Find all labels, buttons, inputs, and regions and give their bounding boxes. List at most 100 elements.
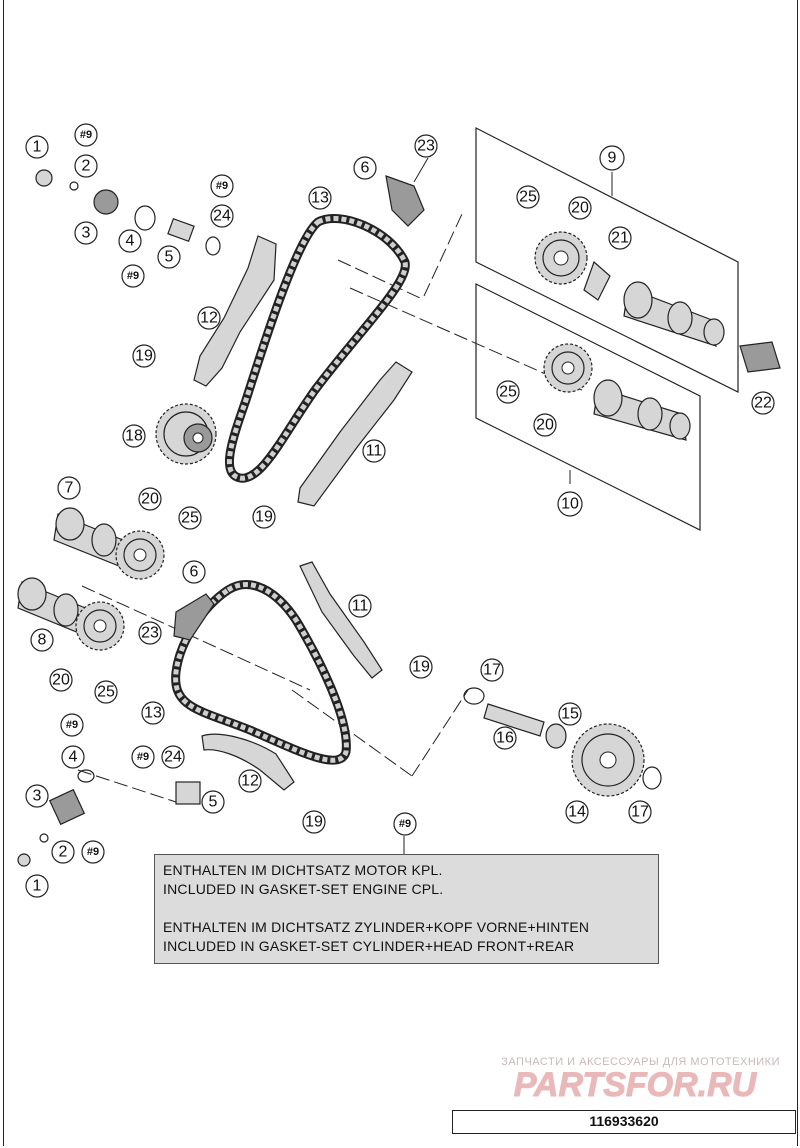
shaft-and-gear xyxy=(463,687,662,797)
callout-20: 20 xyxy=(568,196,592,220)
svg-text:12: 12 xyxy=(241,773,259,790)
callout-22: 22 xyxy=(751,391,775,415)
svg-text:#9: #9 xyxy=(137,751,149,763)
camshaft-box-9 xyxy=(475,127,739,393)
svg-text:12: 12 xyxy=(200,310,218,327)
svg-text:13: 13 xyxy=(311,190,329,207)
callout-23: 23 xyxy=(414,134,438,158)
callout-24: 24 xyxy=(210,204,234,228)
svg-text:24: 24 xyxy=(213,208,231,225)
centerline xyxy=(77,769,177,803)
callout-8: 8 xyxy=(30,628,54,652)
camshaft-box-10 xyxy=(475,283,701,531)
svg-text:6: 6 xyxy=(190,564,199,581)
svg-text:20: 20 xyxy=(536,417,554,434)
callout-ref-9: #9 xyxy=(60,713,84,737)
callout-4: 4 xyxy=(61,745,85,769)
svg-text:10: 10 xyxy=(561,496,579,513)
callout-20: 20 xyxy=(138,487,162,511)
svg-text:25: 25 xyxy=(181,510,199,527)
callout-25: 25 xyxy=(496,380,520,404)
callout-ref-9: #9 xyxy=(210,174,234,198)
callout-5: 5 xyxy=(157,245,181,269)
svg-text:11: 11 xyxy=(352,598,369,615)
svg-text:#9: #9 xyxy=(399,818,411,830)
svg-text:3: 3 xyxy=(33,788,42,805)
callout-19: 19 xyxy=(409,655,433,679)
svg-text:13: 13 xyxy=(144,705,162,722)
note-line: INCLUDED IN GASKET-SET ENGINE CPL. xyxy=(163,881,444,897)
callout-7: 7 xyxy=(57,476,81,500)
page-frame xyxy=(3,0,798,1146)
svg-text:22: 22 xyxy=(754,395,772,412)
camshaft-8 xyxy=(17,577,125,651)
svg-text:25: 25 xyxy=(499,384,517,401)
small-parts-upper-left xyxy=(35,169,221,256)
svg-text:4: 4 xyxy=(69,749,78,766)
small-parts-lower-left xyxy=(17,769,201,867)
callout-1: 1 xyxy=(25,874,49,898)
svg-text:8: 8 xyxy=(38,632,47,649)
callout-11: 11 xyxy=(362,439,386,463)
svg-text:17: 17 xyxy=(631,804,649,821)
guide-rail-upper xyxy=(297,361,413,507)
centerline xyxy=(337,259,421,299)
svg-text:23: 23 xyxy=(417,138,435,155)
svg-text:#9: #9 xyxy=(66,719,78,731)
svg-text:15: 15 xyxy=(561,706,579,723)
callout-19: 19 xyxy=(132,344,156,368)
camshaft-7 xyxy=(53,507,165,580)
svg-text:#9: #9 xyxy=(87,846,99,858)
intermediate-gear-18 xyxy=(155,403,217,465)
centerline xyxy=(423,213,463,297)
svg-text:1: 1 xyxy=(33,878,42,895)
callout-25: 25 xyxy=(516,185,540,209)
callout-11: 11 xyxy=(348,594,372,618)
svg-text:7: 7 xyxy=(65,480,74,497)
callout-20: 20 xyxy=(49,668,73,692)
callout-12: 12 xyxy=(238,769,262,793)
callout-19: 19 xyxy=(302,810,326,834)
svg-text:3: 3 xyxy=(82,225,91,242)
svg-text:2: 2 xyxy=(82,158,91,175)
svg-text:21: 21 xyxy=(611,230,629,247)
centerline xyxy=(81,585,311,691)
svg-text:19: 19 xyxy=(412,659,430,676)
callout-17: 17 xyxy=(480,658,504,682)
callout-19: 19 xyxy=(252,505,276,529)
svg-text:24: 24 xyxy=(164,749,182,766)
camshaft-upper-10 xyxy=(543,343,691,441)
svg-text:6: 6 xyxy=(361,160,370,177)
callout-ref-9: #9 xyxy=(81,840,105,864)
note-ref-callout: #9 xyxy=(393,812,417,836)
svg-text:17: 17 xyxy=(483,662,501,679)
svg-text:20: 20 xyxy=(52,672,70,689)
svg-text:14: 14 xyxy=(568,804,586,821)
leader xyxy=(413,157,429,183)
callout-ref-9: #9 xyxy=(121,264,145,288)
watermark-logo: PARTSFOR.RU xyxy=(513,1066,758,1105)
svg-text:23: 23 xyxy=(141,625,159,642)
guide-rail-lower xyxy=(299,561,383,679)
centerline xyxy=(411,689,469,777)
svg-text:19: 19 xyxy=(305,814,323,831)
callout-25: 25 xyxy=(178,506,202,530)
callout-15: 15 xyxy=(558,702,582,726)
callout-5: 5 xyxy=(201,790,225,814)
svg-text:PARTSFOR.RU: PARTSFOR.RU xyxy=(514,1066,758,1104)
callout-14: 14 xyxy=(565,800,589,824)
callout-3: 3 xyxy=(25,784,49,808)
callout-4: 4 xyxy=(118,229,142,253)
callout-2: 2 xyxy=(51,840,75,864)
note-line: ENTHALTEN IM DICHTSATZ MOTOR KPL. xyxy=(163,862,443,878)
svg-text:1: 1 xyxy=(33,139,42,156)
svg-text:5: 5 xyxy=(209,794,218,811)
svg-text:#9: #9 xyxy=(216,180,228,192)
callout-25: 25 xyxy=(94,680,118,704)
svg-text:19: 19 xyxy=(255,509,273,526)
drawing-number: 116933620 xyxy=(452,1110,796,1134)
callout-12: 12 xyxy=(197,306,221,330)
note-line: ENTHALTEN IM DICHTSATZ ZYLINDER+KOPF VOR… xyxy=(163,919,590,935)
sensor-6-upper xyxy=(385,175,425,227)
svg-text:18: 18 xyxy=(125,428,143,445)
